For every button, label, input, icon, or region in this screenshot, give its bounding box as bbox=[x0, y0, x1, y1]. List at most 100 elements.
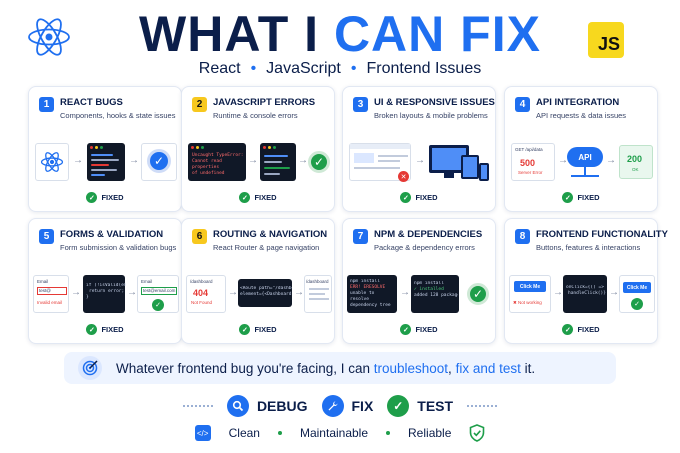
check-icon: ✓ bbox=[86, 192, 98, 203]
error-code: 500 bbox=[520, 158, 536, 168]
validation-code: if (!isValid(email)) { return error; } bbox=[83, 275, 126, 313]
card-desc: Buttons, features & interactions bbox=[536, 243, 641, 252]
card-title: FRONTEND FUNCTIONALITY bbox=[536, 229, 668, 240]
error-console: Uncaught TypeError: Cannot read properti… bbox=[188, 143, 246, 181]
check-icon: ✓ bbox=[86, 324, 98, 335]
title-part2: CAN FIX bbox=[333, 6, 541, 62]
card-title: UI & RESPONSIVE ISSUES bbox=[374, 97, 495, 108]
arrow-icon: → bbox=[129, 155, 139, 166]
cloud-api-icon: API bbox=[567, 147, 603, 167]
card-desc: Form submission & validation bugs bbox=[60, 243, 177, 252]
arrow-icon: → bbox=[415, 155, 425, 166]
card-number: 2 bbox=[192, 97, 207, 112]
subtitle-frontend: Frontend Issues bbox=[366, 60, 482, 77]
check-icon: ✓ bbox=[400, 324, 412, 335]
code-terminal bbox=[260, 143, 296, 181]
card-title: NPM & DEPENDENCIES bbox=[374, 229, 483, 240]
action-test: ✓ TEST bbox=[387, 395, 453, 417]
card-npm-dependencies: 7 NPM & DEPENDENCIES Package & dependenc… bbox=[342, 218, 496, 344]
card-illustration: Email test@ Invalid email → if (!isValid… bbox=[29, 271, 183, 319]
card-illustration: Uncaught TypeError: Cannot read properti… bbox=[182, 139, 336, 187]
card-javascript-errors: 2 JAVASCRIPT ERRORS Runtime & console er… bbox=[181, 86, 335, 212]
react-icon bbox=[40, 152, 64, 172]
quality-maintainable: Maintainable bbox=[299, 426, 369, 440]
valid-form: Email test@email.com ✓ bbox=[137, 275, 179, 313]
page-title: WHAT I CAN FIX bbox=[0, 4, 680, 64]
card-illustration: npm install ERR! ERESOLVE unable to reso… bbox=[343, 271, 497, 319]
arrow-icon: → bbox=[400, 287, 410, 298]
fixed-status: ✓FIXED bbox=[505, 324, 657, 335]
check-circle-icon: ✓ bbox=[631, 298, 643, 310]
card-number: 4 bbox=[515, 97, 530, 112]
search-icon bbox=[226, 395, 249, 417]
divider bbox=[182, 405, 213, 407]
npm-success-terminal: npm install ✓ installed added 128 packag… bbox=[411, 275, 459, 313]
card-illustration: /dashboard 404 Not Found → <Route path="… bbox=[182, 271, 336, 319]
js-badge-icon: JS bbox=[588, 22, 624, 58]
arrow-icon: → bbox=[127, 287, 137, 298]
error-line3: of undefined bbox=[192, 171, 225, 176]
arrow-icon: → bbox=[248, 155, 258, 166]
separator-dot bbox=[277, 431, 282, 435]
separator-dot bbox=[386, 431, 391, 435]
check-icon: ✓ bbox=[562, 192, 574, 203]
title-part1: WHAT I bbox=[139, 6, 334, 62]
card-number: 6 bbox=[192, 229, 207, 244]
card-number: 3 bbox=[353, 97, 368, 112]
fixed-status: ✓FIXED bbox=[505, 192, 657, 203]
card-desc: Runtime & console errors bbox=[213, 111, 298, 120]
code-terminal bbox=[87, 143, 125, 181]
arrow-icon: → bbox=[294, 287, 304, 298]
wrench-icon bbox=[321, 395, 344, 417]
card-title: REACT BUGS bbox=[60, 97, 123, 108]
check-circle-icon: ✓ bbox=[147, 149, 171, 173]
subtitle: React•JavaScript•Frontend Issues bbox=[198, 60, 482, 77]
card-title: FORMS & VALIDATION bbox=[60, 229, 164, 240]
target-icon bbox=[78, 356, 102, 380]
not-found-page: /dashboard 404 Not Found bbox=[186, 275, 226, 313]
arrow-icon: → bbox=[71, 287, 81, 298]
card-illustration: ✕ → bbox=[343, 139, 497, 187]
arrow-icon: → bbox=[73, 155, 83, 166]
arrow-icon: → bbox=[298, 155, 308, 166]
card-desc: React Router & page navigation bbox=[213, 243, 320, 252]
check-circle-icon: ✓ bbox=[467, 283, 489, 305]
ok-msg: OK bbox=[632, 167, 639, 172]
code-icon: </> bbox=[194, 425, 211, 441]
broken-button-panel: Click Me ✖ Not working bbox=[509, 275, 551, 313]
card-title: ROUTING & NAVIGATION bbox=[213, 229, 328, 240]
arrow-icon: → bbox=[553, 287, 563, 298]
api-error-panel: GET /api/data 500 Server Error bbox=[511, 143, 555, 181]
route-code: <Route path="/dashboard" element={<Dashb… bbox=[238, 279, 292, 307]
card-title: API INTEGRATION bbox=[536, 97, 620, 108]
card-api-integration: 4 API INTEGRATION API requests & data is… bbox=[504, 86, 658, 212]
subtitle-javascript: JavaScript bbox=[266, 60, 341, 77]
fixed-status: ✓FIXED bbox=[29, 192, 181, 203]
error-line1: Uncaught TypeError: bbox=[192, 153, 244, 158]
card-desc: Components, hooks & state issues bbox=[60, 111, 176, 120]
check-icon: ✓ bbox=[400, 192, 412, 203]
arrow-icon: → bbox=[558, 155, 568, 166]
subtitle-react: React bbox=[198, 60, 241, 77]
mobile-icon bbox=[479, 163, 489, 181]
arrow-icon: → bbox=[228, 287, 238, 298]
invalid-form: Email test@ Invalid email bbox=[33, 275, 69, 313]
card-forms-validation: 5 FORMS & VALIDATION Form submission & v… bbox=[28, 218, 182, 344]
action-fix: FIX bbox=[321, 395, 373, 417]
shield-check-icon bbox=[470, 424, 485, 442]
card-number: 5 bbox=[39, 229, 54, 244]
ok-code: 200 bbox=[627, 154, 643, 164]
card-title: JAVASCRIPT ERRORS bbox=[213, 97, 316, 108]
fixed-status: ✓FIXED bbox=[29, 324, 181, 335]
check-circle-icon: ✓ bbox=[152, 299, 164, 311]
tagline-text: Whatever frontend bug you're facing, I c… bbox=[116, 360, 536, 376]
error-x-icon: ✕ bbox=[398, 171, 409, 182]
card-number: 7 bbox=[353, 229, 368, 244]
tablet-icon bbox=[461, 155, 479, 179]
react-logo-icon bbox=[28, 18, 70, 56]
card-react-bugs: 1 REACT BUGS Components, hooks & state i… bbox=[28, 86, 182, 212]
check-circle-icon: ✓ bbox=[308, 151, 330, 173]
card-number: 8 bbox=[515, 229, 530, 244]
action-debug: DEBUG bbox=[226, 395, 308, 417]
dashboard-page: /dashboard bbox=[304, 275, 332, 313]
